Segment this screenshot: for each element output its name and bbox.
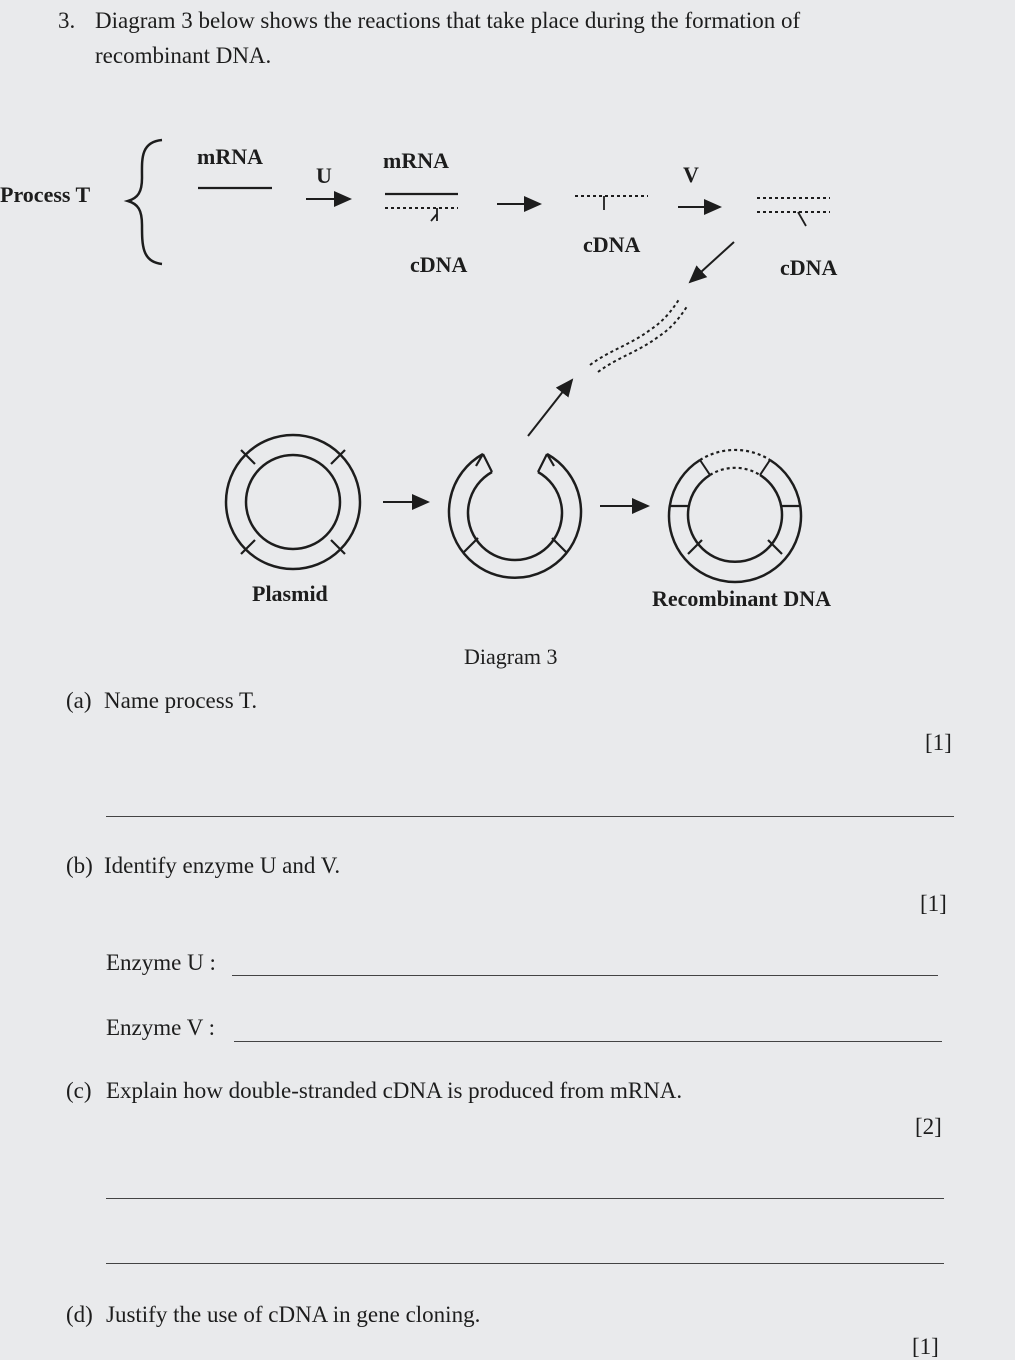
enzyme-u-answer-line[interactable]	[232, 975, 938, 976]
part-c-label: (c)	[66, 1078, 92, 1103]
part-a-label: (a)	[66, 688, 92, 713]
question-intro-line1: Diagram 3 below shows the reactions that…	[95, 8, 801, 33]
part-d-marks: [1]	[912, 1334, 939, 1359]
enzyme-u-answer-label: Enzyme U :	[106, 950, 216, 975]
arrow-insert	[527, 378, 574, 437]
part-c-question: Explain how double-stranded cDNA is prod…	[106, 1078, 683, 1103]
cdna-fragment-strand-2	[597, 304, 689, 373]
arrow-down-left	[688, 241, 735, 284]
hairpin-mark-3	[797, 211, 807, 227]
part-a-marks: [1]	[925, 730, 952, 755]
recombinant-dna-label: Recombinant DNA	[652, 586, 831, 611]
part-b-label: (b)	[66, 853, 93, 878]
cdna-fragment-strand-1	[589, 297, 681, 366]
part-c-answer-line-1[interactable]	[106, 1198, 944, 1199]
diagram-caption: Diagram 3	[464, 644, 557, 669]
part-b-marks: [1]	[920, 891, 947, 916]
enzyme-v-label: V	[683, 162, 699, 187]
enzyme-u-label: U	[316, 163, 332, 188]
cdna-label-3: cDNA	[780, 255, 838, 280]
recombinant-plasmid	[667, 448, 803, 584]
mrna-label-1: mRNA	[197, 144, 263, 169]
process-t-label: Process T	[0, 182, 91, 207]
plasmid	[224, 433, 362, 571]
curly-brace	[123, 138, 163, 266]
part-b-question: Identify enzyme U and V.	[104, 853, 341, 878]
mrna-label-2: mRNA	[383, 148, 449, 173]
part-a-answer-line[interactable]	[106, 816, 954, 817]
part-d-label: (d)	[66, 1302, 93, 1327]
recombinant-dna-diagram: Process T mRNA U mRNA cDNA cDNA V cDNA	[0, 138, 838, 669]
question-number: 3.	[58, 8, 76, 33]
enzyme-v-answer-label: Enzyme V :	[106, 1015, 216, 1040]
part-d-question: Justify the use of cDNA in gene cloning.	[106, 1302, 481, 1327]
hairpin-mark-1	[430, 208, 438, 222]
cut-plasmid	[447, 452, 583, 579]
part-c-answer-line-2[interactable]	[106, 1263, 944, 1264]
cdna-label-2: cDNA	[583, 232, 641, 257]
part-c-marks: [2]	[915, 1114, 942, 1139]
enzyme-v-answer-line[interactable]	[234, 1041, 942, 1042]
cdna-label-1: cDNA	[410, 252, 468, 277]
question-intro-line2: recombinant DNA.	[95, 43, 272, 68]
plasmid-label: Plasmid	[252, 581, 328, 606]
part-a-question: Name process T.	[104, 688, 258, 713]
